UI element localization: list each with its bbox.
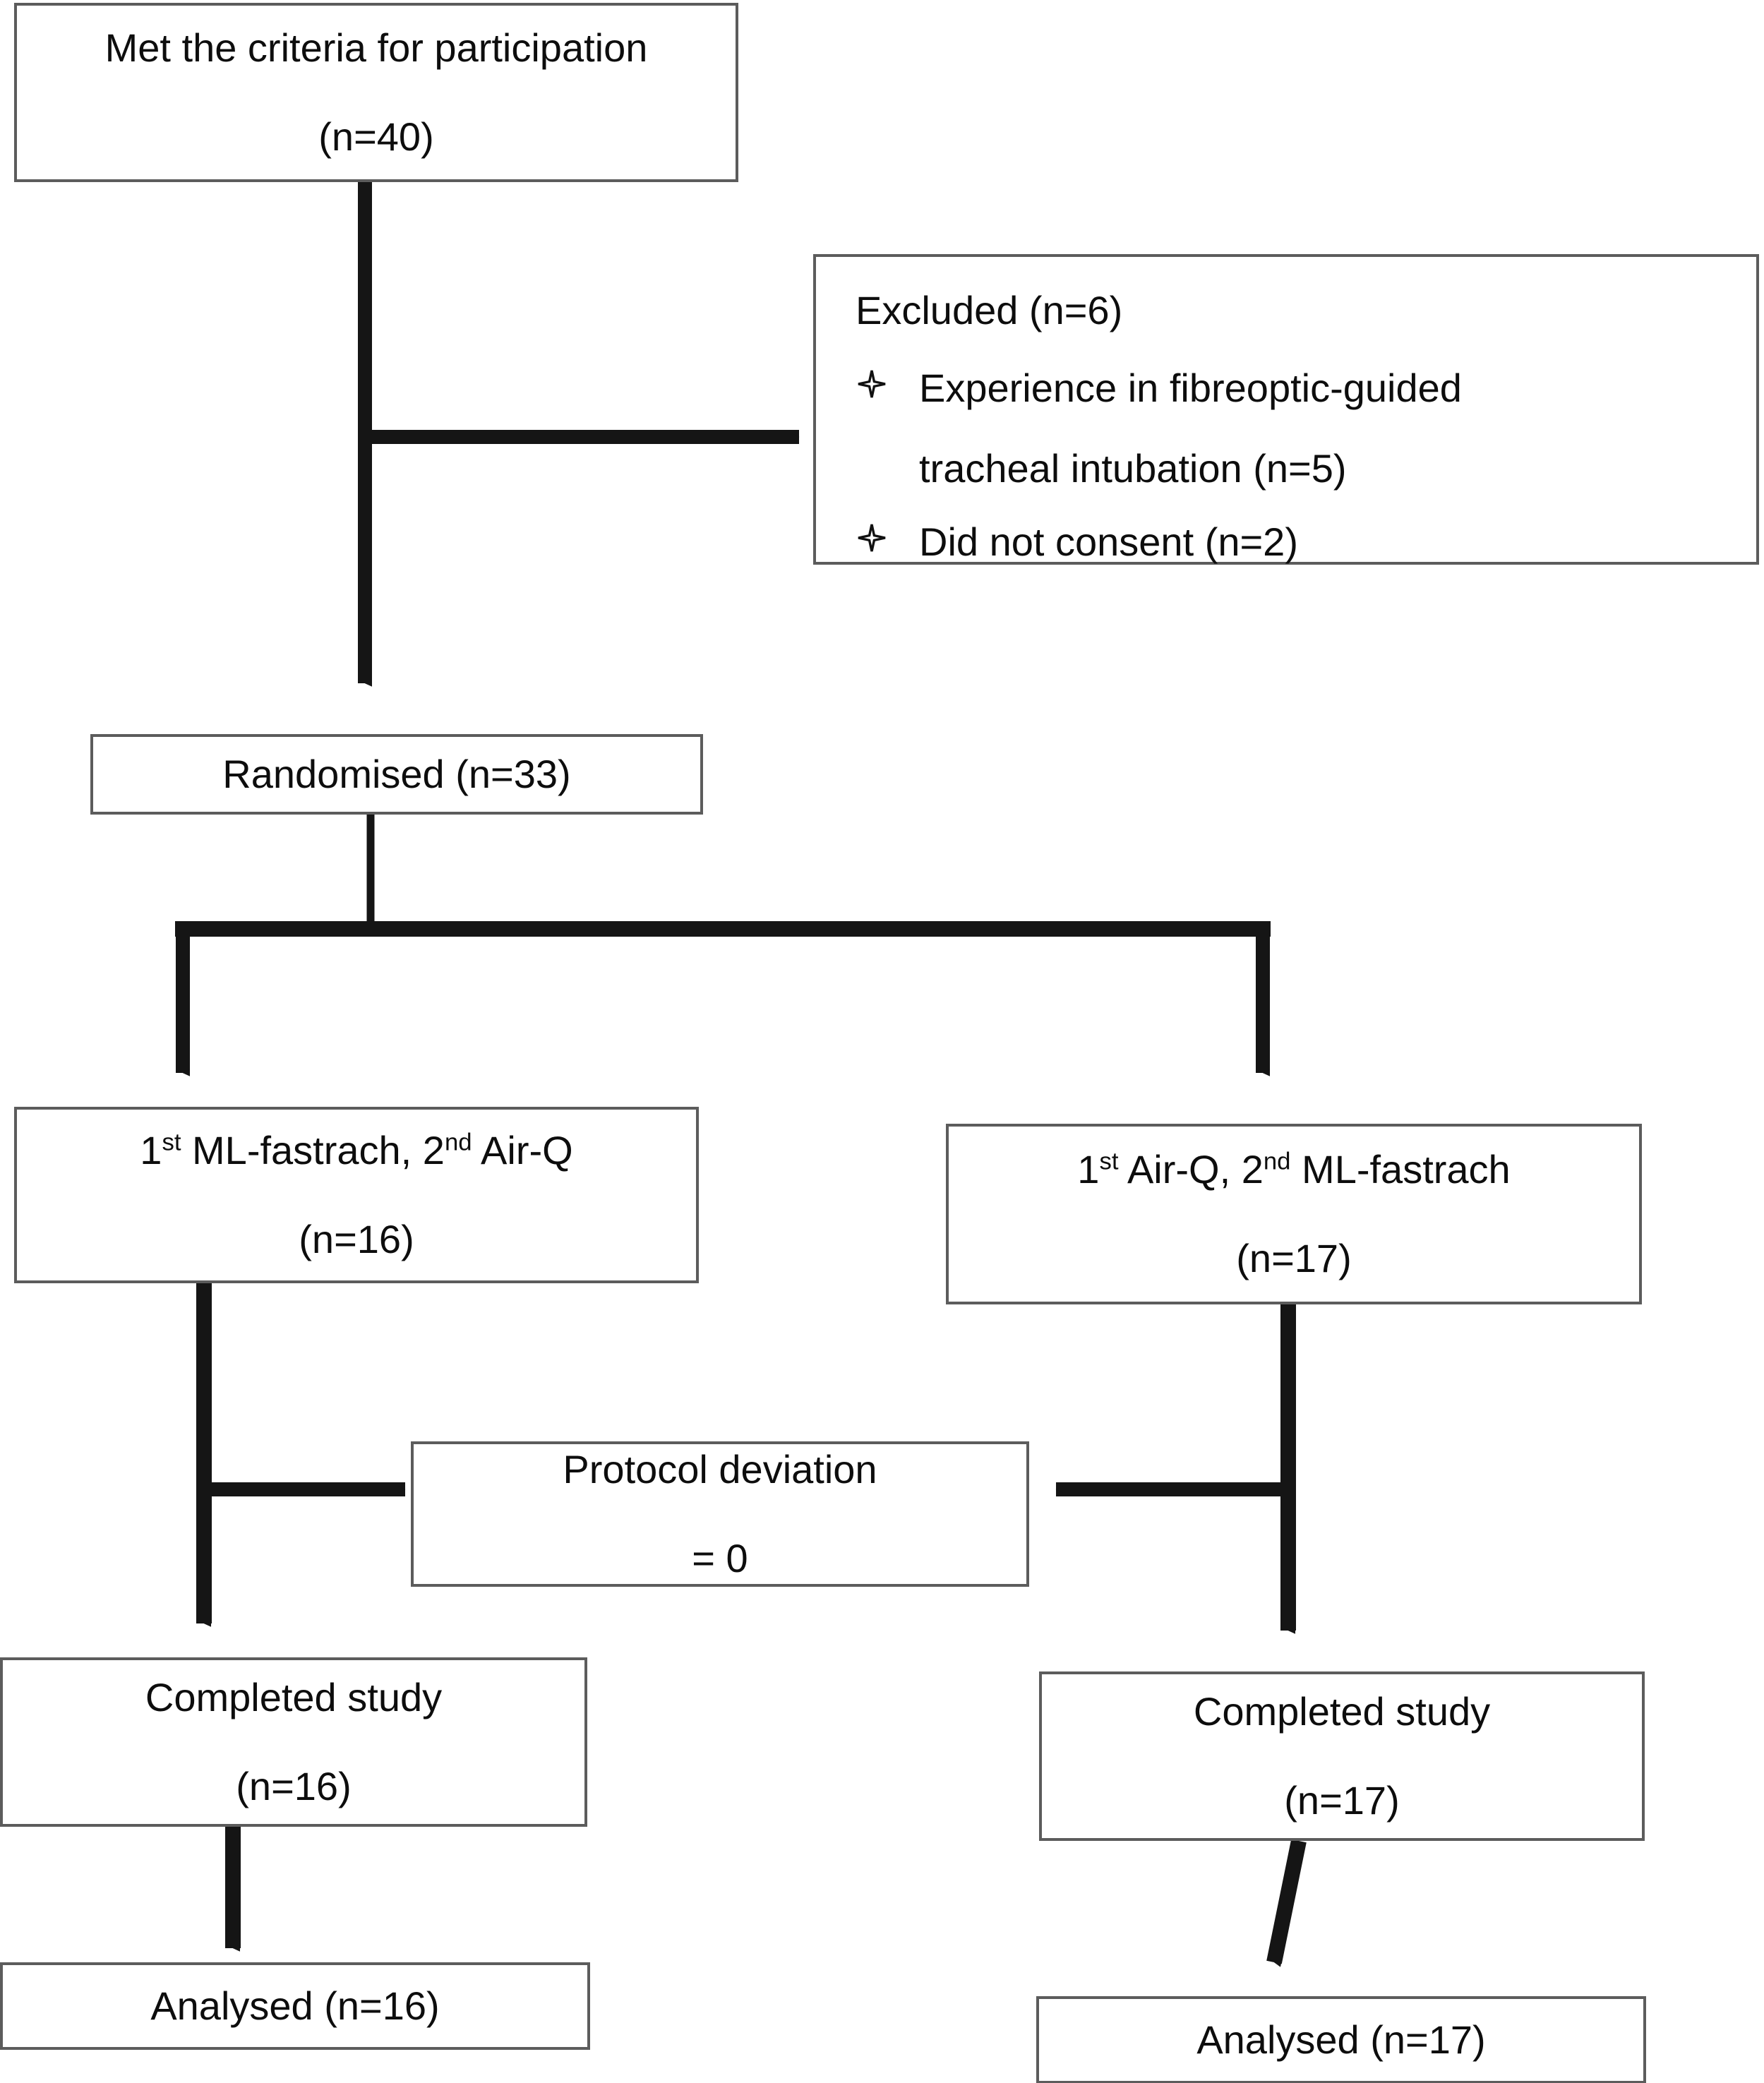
excluded-reason-item: Did not consent (n=2) (856, 512, 1735, 572)
completed-right-count: (n=17) (1284, 1778, 1400, 1823)
arm-left-sequence: 1st ML-fastrach, 2nd Air-Q (140, 1128, 573, 1172)
node-analysed-right[interactable]: Analysed (n=17) (1036, 1996, 1646, 2083)
diamond-bullet-icon (856, 370, 888, 398)
met-criteria-line1: Met the criteria for participation (104, 25, 648, 70)
protocol-deviation-value: = 0 (692, 1536, 748, 1580)
node-completed-study-right[interactable]: Completed study (n=17) (1039, 1671, 1645, 1841)
arm-right-count: (n=17) (1236, 1236, 1352, 1280)
excluded-reason-item: Experience in fibreoptic-guided tracheal… (856, 359, 1735, 498)
node-met-criteria[interactable]: Met the criteria for participation (n=40… (14, 3, 738, 182)
completed-left-label: Completed study (145, 1675, 443, 1719)
edge-completed-right-to-analysed (1266, 1839, 1307, 1967)
node-analysed-left[interactable]: Analysed (n=16) (0, 1962, 590, 2050)
analysed-left-label: Analysed (n=16) (150, 1983, 440, 2028)
met-criteria-count: (n=40) (318, 114, 434, 159)
node-excluded[interactable]: Excluded (n=6) Experience in fibreoptic-… (813, 254, 1759, 565)
diamond-bullet-icon (856, 524, 888, 552)
excluded-reason-list: Experience in fibreoptic-guided tracheal… (856, 359, 1735, 586)
node-arm-ml-fastrach-first[interactable]: 1st ML-fastrach, 2nd Air-Q (n=16) (14, 1107, 699, 1283)
analysed-right-label: Analysed (n=17) (1196, 2017, 1486, 2062)
node-arm-air-q-first[interactable]: 1st Air-Q, 2nd ML-fastrach (n=17) (946, 1124, 1642, 1304)
arm-left-count: (n=16) (299, 1217, 414, 1261)
arm-right-sequence: 1st Air-Q, 2nd ML-fastrach (1077, 1147, 1511, 1191)
node-protocol-deviation[interactable]: Protocol deviation = 0 (411, 1441, 1029, 1587)
excluded-reason-2-line1: Did not consent (n=2) (919, 520, 1298, 564)
excluded-reason-1-line1: Experience in fibreoptic-guided (919, 366, 1462, 410)
excluded-title: Excluded (n=6) (856, 288, 1123, 332)
completed-left-count: (n=16) (236, 1764, 352, 1808)
protocol-deviation-label: Protocol deviation (563, 1447, 877, 1491)
excluded-reason-1-line2: tracheal intubation (n=5) (919, 446, 1347, 491)
edge-randomised-split (175, 815, 1271, 1076)
completed-right-label: Completed study (1193, 1689, 1491, 1734)
node-randomised[interactable]: Randomised (n=33) (90, 734, 703, 815)
node-completed-study-left[interactable]: Completed study (n=16) (0, 1657, 587, 1827)
randomised-label: Randomised (n=33) (222, 752, 571, 796)
